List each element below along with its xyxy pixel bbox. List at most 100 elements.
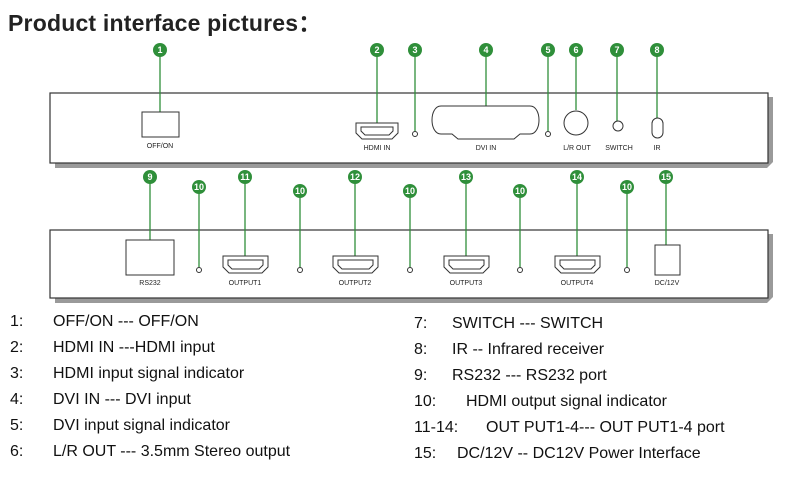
- legend-number: 9:: [414, 367, 428, 384]
- legend-item: 10:HDMI output signal indicator: [414, 389, 725, 415]
- power-switch: [141, 111, 180, 138]
- callout-number-4: 4: [483, 45, 488, 55]
- callout-output-indicator-5: 10: [620, 180, 634, 273]
- callout-badge-6: [569, 43, 583, 57]
- callout-dvi-indicator: 5: [541, 43, 555, 137]
- top-panel: 1 OFF/ON 2 HDMI IN 3 4 DVI IN: [49, 43, 773, 168]
- legend-text: DVI IN --- DVI input: [53, 391, 191, 408]
- callout-badge-1: [153, 43, 167, 57]
- legend-right: 7: SWITCH --- SWITCH 8: IR -- Infrared rec…: [414, 311, 725, 467]
- legend-text: DVI input signal indicator: [53, 417, 230, 434]
- label-lr-out: L/R OUT: [563, 145, 591, 152]
- legend-item: 8: IR -- Infrared receiver: [414, 337, 725, 363]
- callout-hdmi-indicator: 3: [408, 43, 422, 137]
- callout-badge-10: [192, 180, 206, 194]
- callout-badge-5: [541, 43, 555, 57]
- label-output2: OUTPUT2: [339, 280, 372, 287]
- callout-number-6: 6: [573, 45, 578, 55]
- legend-number: 6:: [10, 443, 24, 460]
- label-hdmi-in: HDMI IN: [364, 145, 391, 152]
- legend-text: HDMI input signal indicator: [53, 365, 245, 382]
- callout-badge-11: [238, 170, 252, 184]
- callout-switch: 7 SWITCH: [605, 43, 633, 152]
- callout-badge-14: [570, 170, 584, 184]
- legend-item: 6: L/R OUT --- 3.5mm Stereo output: [10, 439, 290, 465]
- callout-number-5: 5: [545, 45, 550, 55]
- page-title: Product interface pictures：: [8, 10, 322, 36]
- callout-badge-3: [408, 43, 422, 57]
- output-led: [624, 267, 630, 273]
- label-ir: IR: [654, 145, 661, 152]
- callout-badge-15: [659, 170, 673, 184]
- legend-text: SWITCH --- SWITCH: [452, 315, 604, 332]
- legend-item: 2:HDMI IN ---HDMI input: [10, 335, 290, 361]
- callout-lr-out: 6 L/R OUT: [563, 43, 592, 152]
- legend-left: 1: OFF/ON --- OFF/ON 2:HDMI IN ---HDMI in…: [10, 309, 290, 465]
- legend-number: 5:: [10, 417, 24, 434]
- callout-badge-2: [370, 43, 384, 57]
- callout-ir: 8 IR: [650, 43, 664, 152]
- callout-number-2: 2: [374, 45, 379, 55]
- callout-badge-7: [610, 43, 624, 57]
- legend-item: 9: RS232 --- RS232 port: [414, 363, 725, 389]
- legend-item: 4:DVI IN --- DVI input: [10, 387, 290, 413]
- legend-number: 7:: [414, 315, 428, 332]
- legend-item: 11-14: OUT PUT1-4--- OUT PUT1-4 port: [414, 415, 725, 441]
- label-rs232: RS232: [139, 280, 161, 287]
- legend-number: 15:: [414, 445, 437, 462]
- callout-hdmi-in: 2 HDMI IN: [355, 43, 399, 152]
- callout-number-14: 14: [572, 172, 582, 182]
- callout-output-indicator-4: 10: [513, 184, 527, 273]
- legend-item: 5: DVI input signal indicator: [10, 413, 290, 439]
- bottom-panel: 9 RS232 10 11 OUTPUT1 10: [49, 170, 773, 303]
- legend-number: 10:: [414, 393, 437, 410]
- callout-off-on: 1 OFF/ON: [141, 43, 180, 150]
- callout-number-10: 10: [295, 186, 305, 196]
- callout-output3: 13 OUTPUT3: [443, 170, 490, 287]
- label-switch: SWITCH: [605, 145, 633, 152]
- legend-text: IR -- Infrared receiver: [452, 341, 605, 358]
- callout-number-12: 12: [350, 172, 360, 182]
- callout-output-indicator-3: 10: [403, 184, 417, 273]
- callout-output-indicator-2: 10: [293, 184, 307, 273]
- label-output1: OUTPUT1: [229, 280, 262, 287]
- legend-item: 3:HDMI input signal indicator: [10, 361, 290, 387]
- legend-text: DC/12V -- DC12V Power Interface: [457, 445, 701, 462]
- label-off-on: OFF/ON: [147, 143, 173, 150]
- switch-button: [612, 120, 624, 132]
- callout-dvi-in: 4 DVI IN: [431, 43, 540, 152]
- legend-number: 1:: [10, 313, 24, 330]
- legend-number: 8:: [414, 341, 428, 358]
- callout-output2: 12 OUTPUT2: [332, 170, 379, 287]
- legend-text: OFF/ON --- OFF/ON: [53, 313, 199, 330]
- legend-number: 2:: [10, 339, 24, 356]
- ir-receiver: [651, 117, 664, 139]
- callout-badge-4: [479, 43, 493, 57]
- legend-item: 15: DC/12V -- DC12V Power Interface: [414, 441, 725, 467]
- dc-power-jack: [654, 244, 681, 276]
- audio-jack: [563, 110, 589, 136]
- legend-number: 11-14:: [414, 419, 459, 436]
- callout-number-1: 1: [157, 45, 162, 55]
- callout-badge-12: [348, 170, 362, 184]
- callout-badge-9: [143, 170, 157, 184]
- output-led: [196, 267, 202, 273]
- legend-text: RS232 --- RS232 port: [452, 367, 607, 384]
- callout-number-13: 13: [461, 172, 471, 182]
- callout-badge-10: [403, 184, 417, 198]
- callout-number-10: 10: [405, 186, 415, 196]
- dvi-input-led: [545, 131, 551, 137]
- callout-output4: 14 OUTPUT4: [554, 170, 601, 287]
- hdmi-input-led: [412, 131, 418, 137]
- legend-text: OUT PUT1-4--- OUT PUT1-4 port: [486, 419, 725, 436]
- callout-number-8: 8: [654, 45, 659, 55]
- label-dvi-in: DVI IN: [476, 145, 497, 152]
- callout-output1: 11 OUTPUT1: [222, 170, 269, 287]
- legend-item: 7: SWITCH --- SWITCH: [414, 311, 725, 337]
- interface-diagram: .panel { fill: #ffffff; stroke: #333; st…: [49, 43, 773, 303]
- label-output3: OUTPUT3: [450, 280, 483, 287]
- rs232-port: [125, 239, 175, 276]
- output-led: [517, 267, 523, 273]
- output-led: [297, 267, 303, 273]
- legend-text: L/R OUT --- 3.5mm Stereo output: [53, 443, 291, 460]
